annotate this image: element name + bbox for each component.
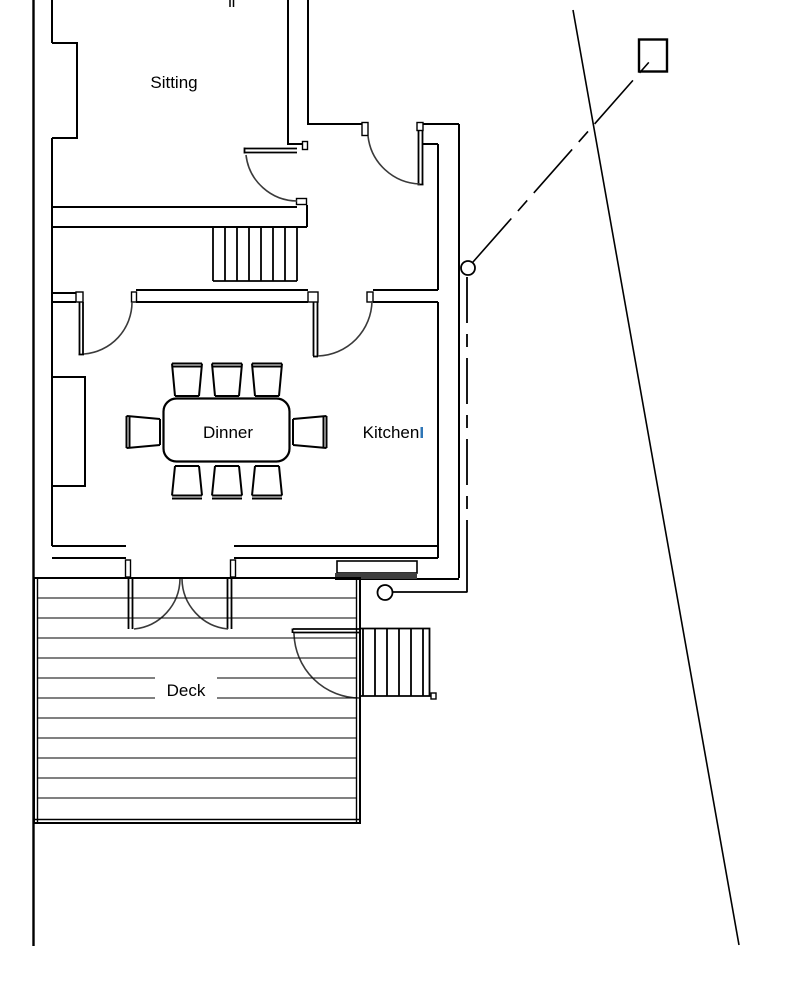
dining-table	[162, 397, 291, 463]
door-jamb	[361, 121, 369, 137]
door-jamb	[130, 291, 138, 303]
chair	[171, 465, 203, 500]
doors	[75, 121, 424, 699]
deck-edge-inner-lines	[34, 578, 360, 823]
sitting-door-leaf	[243, 147, 297, 154]
deck-label-mask	[155, 674, 217, 699]
house-walls	[51, 0, 460, 580]
door-jamb	[416, 121, 424, 132]
deck-gate-leaf	[291, 628, 360, 634]
dinner-door-leaf	[78, 302, 84, 356]
door-jamb	[124, 559, 132, 578]
dining-set	[125, 362, 328, 500]
chair	[211, 362, 243, 397]
door-jamb	[295, 197, 308, 206]
survey-circle-lower	[376, 584, 394, 601]
right-boundary-line	[572, 9, 740, 946]
window-frame	[336, 560, 418, 574]
room-labels: Sitting Dinner Kitchen Deck	[150, 73, 423, 700]
door-jamb	[229, 559, 237, 578]
french-door-right-arc	[181, 578, 229, 630]
kitchen-room-label[interactable]: Kitchen	[363, 423, 420, 442]
deck-stair-treads	[362, 628, 424, 696]
survey-circle-upper	[460, 260, 476, 276]
deck-outline	[33, 577, 361, 824]
dash-dot-sight-line	[472, 60, 651, 263]
dining-chairs	[125, 362, 328, 500]
chair	[292, 415, 328, 449]
chair	[211, 465, 243, 500]
deck-stair-outline	[361, 627, 434, 697]
kitchen-window	[335, 560, 418, 579]
door-jamb	[301, 140, 309, 151]
entrance-top-wall	[288, 123, 459, 145]
chair	[251, 362, 283, 397]
text-edit-cursor	[420, 427, 423, 438]
french-door-left-arc	[133, 578, 181, 630]
hall-south-wall	[52, 289, 438, 303]
sitting-east-wall	[287, 0, 363, 145]
kitchen-door-leaf	[312, 297, 319, 358]
chair	[171, 362, 203, 397]
french-door-right-leaf	[226, 578, 233, 629]
top-edge-stub	[229, 0, 235, 7]
dinner-door-arc	[83, 301, 133, 355]
french-door-left-leaf	[127, 578, 134, 629]
chair	[125, 415, 161, 449]
door-leaves	[78, 126, 424, 634]
kitchen-door-arc	[317, 300, 373, 357]
deck-stairs	[361, 627, 437, 700]
hall-stairs	[212, 228, 298, 282]
entrance-door-arc	[367, 135, 421, 185]
sitting-door-arc	[245, 154, 298, 202]
door-jamb	[307, 291, 319, 303]
chair	[251, 465, 283, 500]
chimney-breast-sitting	[52, 42, 78, 139]
site-boundaries	[32, 0, 740, 946]
deck-gate-arc	[293, 632, 361, 699]
door-swing-arcs	[83, 135, 421, 699]
fence-solid-line	[392, 536, 468, 593]
east-wall	[437, 124, 460, 578]
dinner-room-label[interactable]: Dinner	[203, 423, 253, 442]
south-wall	[52, 545, 459, 580]
utility-marker-square	[637, 38, 669, 73]
deck-stair-newel	[430, 692, 437, 700]
door-jamb	[366, 291, 374, 303]
window-sill-dark	[335, 573, 417, 579]
deck-label[interactable]: Deck	[167, 681, 206, 700]
door-jamb	[75, 291, 84, 303]
entrance-door-leaf	[417, 126, 424, 186]
chimney-breast-dinner	[52, 376, 86, 487]
sitting-room-label[interactable]: Sitting	[150, 73, 197, 92]
sitting-south-wall	[52, 205, 308, 228]
stair-treads	[212, 228, 298, 282]
deck-area	[33, 577, 361, 824]
door-jambs	[75, 121, 424, 578]
